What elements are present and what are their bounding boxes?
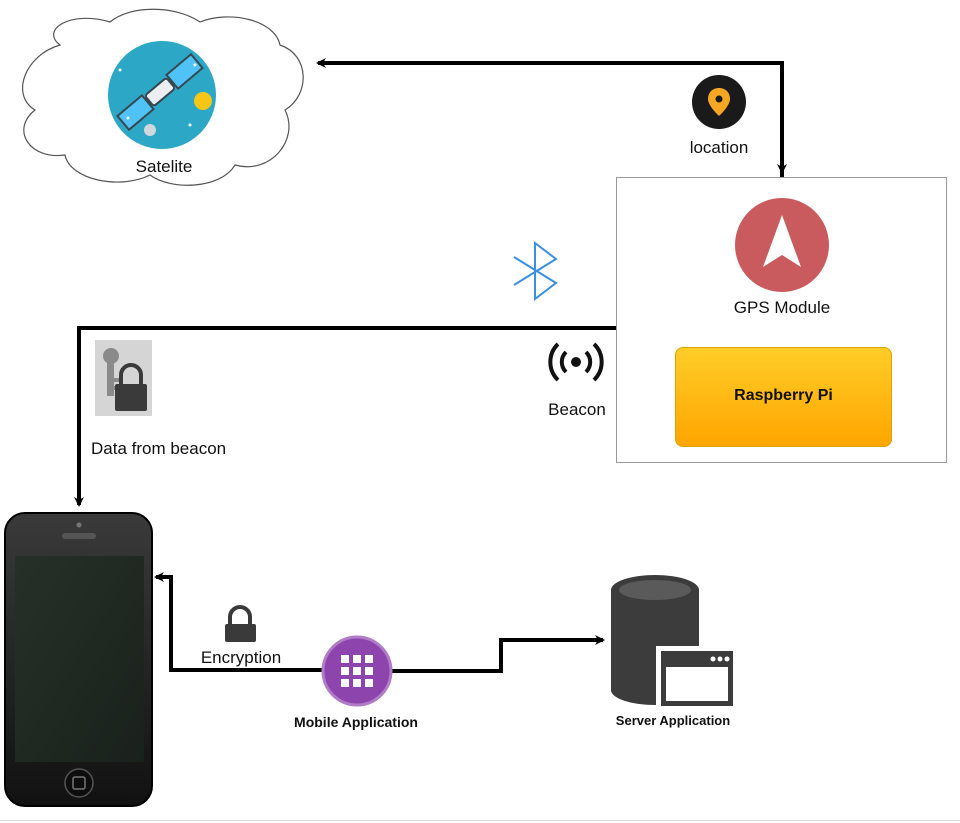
location-connector <box>316 58 787 180</box>
bluetooth-icon <box>513 240 558 302</box>
data-from-beacon-label: Data from beacon <box>91 439 227 458</box>
beacon-data-connector <box>74 326 616 507</box>
encryption-label: Encryption <box>200 648 282 667</box>
key-lock-icon <box>95 340 152 416</box>
server-connector <box>390 635 605 673</box>
location-pin-icon <box>692 75 746 129</box>
navigation-arrow-icon <box>735 198 829 292</box>
location-label: location <box>689 138 749 157</box>
raspberry-pi-label: Raspberry Pi <box>734 387 833 404</box>
mobile-application-label: Mobile Application <box>294 714 418 730</box>
database-server-icon <box>611 575 738 710</box>
satellite-icon <box>108 41 216 149</box>
server-application-label: Server Application <box>615 713 731 728</box>
bottom-divider <box>0 820 960 821</box>
padlock-icon <box>225 605 256 642</box>
wireless-broadcast-icon <box>548 342 604 382</box>
beacon-label: Beacon <box>548 400 606 419</box>
smartphone-icon <box>4 512 153 807</box>
gps-module-label: GPS Module <box>733 298 831 317</box>
encryption-connector <box>154 572 323 672</box>
app-grid-icon <box>321 635 393 707</box>
raspberry-pi-node: Raspberry Pi <box>675 347 892 447</box>
satellite-label: Satelite <box>135 157 193 176</box>
